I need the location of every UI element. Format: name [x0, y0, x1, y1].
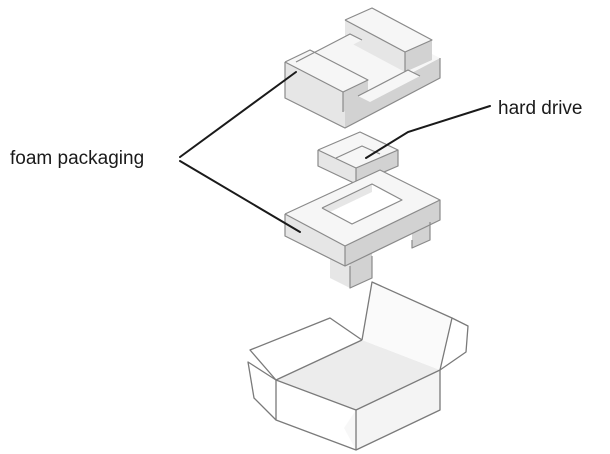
top-foam-packaging	[284, 7, 441, 129]
foam-top-leader-line	[179, 71, 297, 158]
hard-drive-leader-line	[365, 105, 491, 159]
hard-drive	[317, 131, 399, 185]
foam-bottom-leader-line	[179, 160, 301, 233]
shipping-box	[247, 281, 469, 451]
foam-packaging-label: foam packaging	[10, 148, 144, 169]
hard-drive-label: hard drive	[498, 98, 583, 119]
bottom-foam-packaging	[284, 169, 441, 289]
